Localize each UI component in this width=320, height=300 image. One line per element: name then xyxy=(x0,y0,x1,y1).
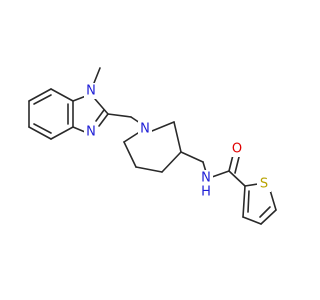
methylene-linker xyxy=(107,113,141,124)
atom-s-thiophene: S xyxy=(260,177,268,192)
atom-o-carbonyl: O xyxy=(232,142,242,157)
molecule-structure: N N N N H O S xyxy=(28,67,277,225)
atom-n-methyl: N xyxy=(86,84,96,99)
atom-n-piperidine: N xyxy=(140,122,150,137)
thiophene-ring xyxy=(242,183,277,225)
atom-h-amide: H xyxy=(201,185,211,200)
atom-n-amide: N xyxy=(201,171,211,186)
atom-labels: N N N N H O S xyxy=(84,83,271,200)
benzene-ring xyxy=(28,88,74,140)
imidazole-ring xyxy=(72,67,109,133)
carbonyl-group xyxy=(228,154,246,187)
piperidine-ring xyxy=(123,121,182,173)
atom-n-imine: N xyxy=(86,125,96,140)
